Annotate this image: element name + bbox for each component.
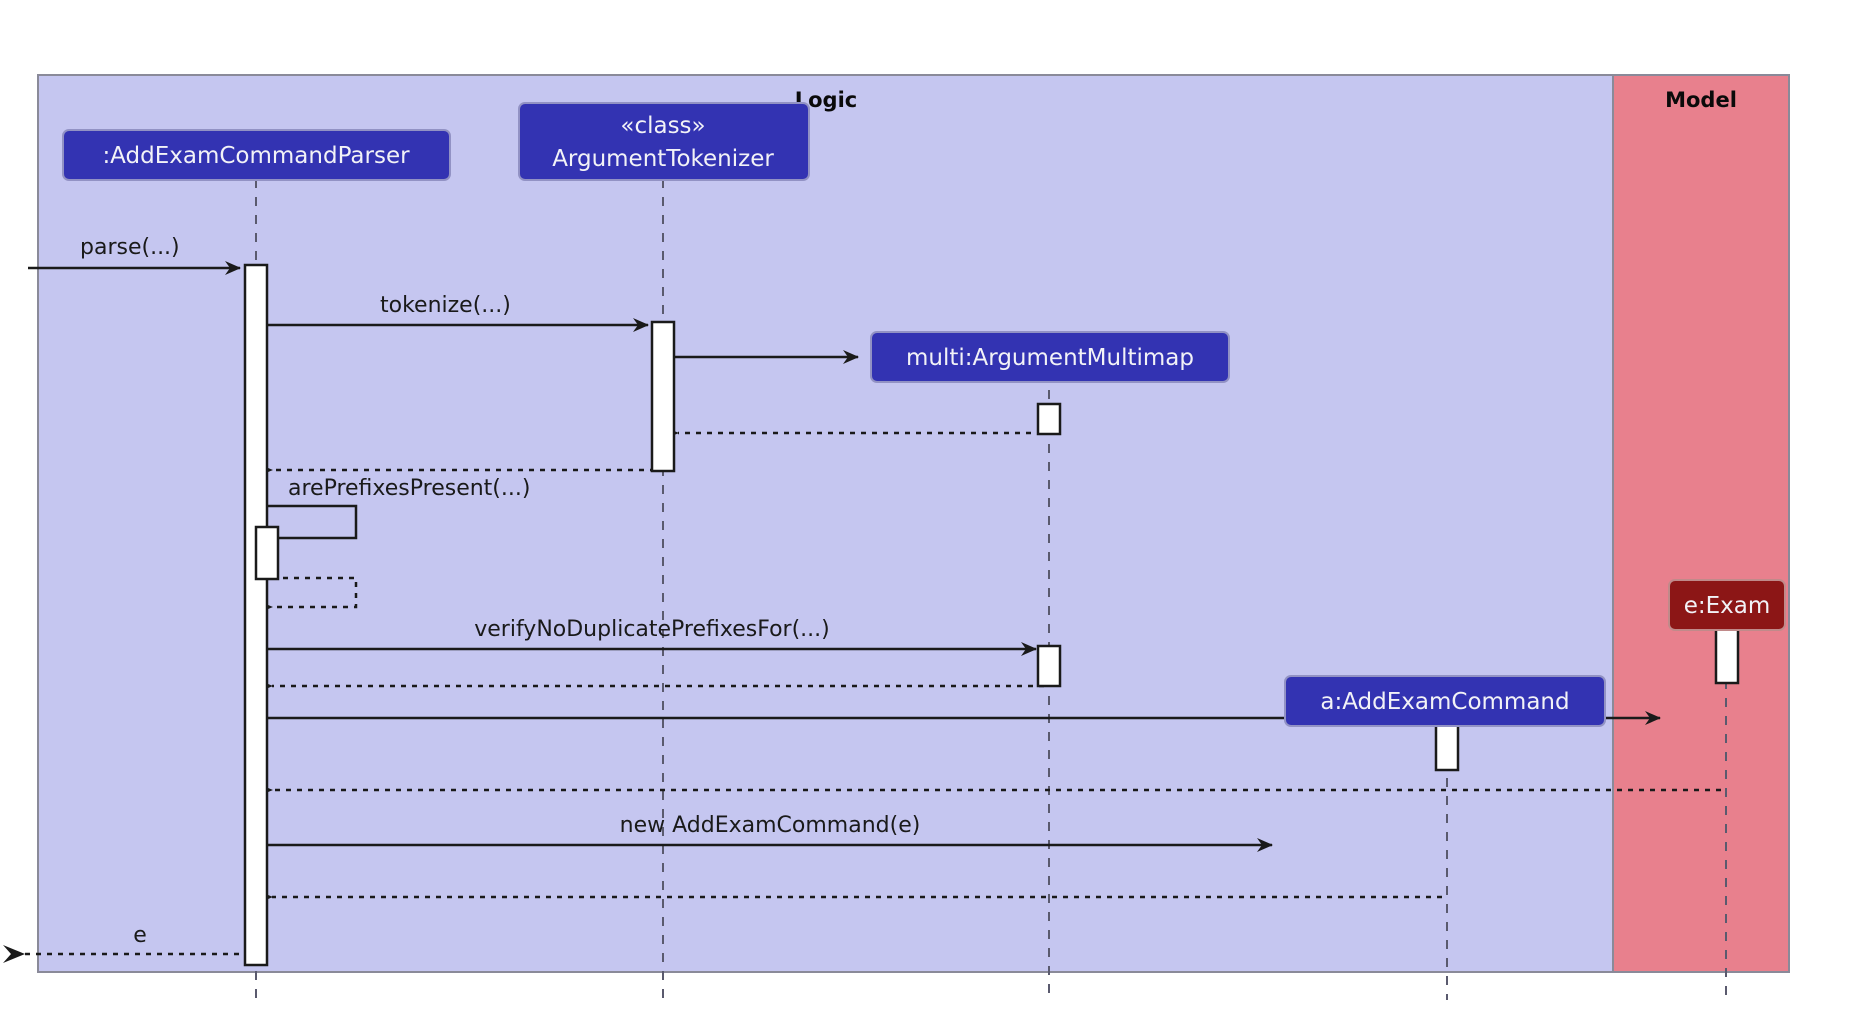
participant-box-addexamcommand[interactable]: a:AddExamCommand <box>1284 675 1606 727</box>
message-parse-label: parse(...) <box>80 235 180 260</box>
message-parse: parse(...) <box>28 235 241 275</box>
message-areprefixespresent-return <box>251 576 358 616</box>
activation-bars <box>243 263 1740 967</box>
message-return-e: e <box>2 923 250 963</box>
activation-parser-self <box>254 525 280 581</box>
participant-addexamcommand-label: a:AddExamCommand <box>1320 689 1569 715</box>
activation-parser <box>243 263 269 967</box>
participant-box-parser[interactable]: :AddExamCommandParser <box>62 129 451 181</box>
message-new-addexamcommand-label: new AddExamCommand(e) <box>620 813 921 838</box>
participant-box-multimap[interactable]: multi:ArgumentMultimap <box>870 331 1230 383</box>
message-areprefixespresent: arePrefixesPresent(...) <box>257 476 530 547</box>
participant-exam-label: e:Exam <box>1684 593 1771 619</box>
participant-tokenizer-stereotype: «class» <box>620 113 705 139</box>
participant-multimap-label: multi:ArgumentMultimap <box>906 345 1194 371</box>
message-areprefixespresent-label: arePrefixesPresent(...) <box>288 476 530 501</box>
activation-tokenizer <box>650 320 676 473</box>
partition-model-title: Model <box>1665 88 1737 112</box>
participant-box-exam[interactable]: e:Exam <box>1668 579 1786 631</box>
message-return-e-label: e <box>133 923 147 948</box>
message-tokenize-label: tokenize(...) <box>380 293 511 318</box>
activation-multimap-verify <box>1036 644 1062 688</box>
message-verifynoduplicateprefixesfor: verifyNoDuplicatePrefixesFor(...) <box>268 617 1037 656</box>
activation-exam <box>1714 624 1740 685</box>
partition-model: Model <box>1612 74 1790 973</box>
message-tokenize: tokenize(...) <box>268 293 649 332</box>
activation-multimap-create <box>1036 402 1062 436</box>
partition-logic: Logic <box>37 74 1614 973</box>
message-verifynoduplicateprefixesfor-label: verifyNoDuplicatePrefixesFor(...) <box>474 617 830 642</box>
participant-parser-label: :AddExamCommandParser <box>102 143 410 169</box>
message-new-addexamcommand: new AddExamCommand(e) <box>268 813 1273 852</box>
participant-box-tokenizer[interactable]: «class» ArgumentTokenizer <box>518 102 810 181</box>
activation-addexamcommand <box>1434 722 1460 772</box>
participant-tokenizer-label: ArgumentTokenizer <box>552 146 774 172</box>
